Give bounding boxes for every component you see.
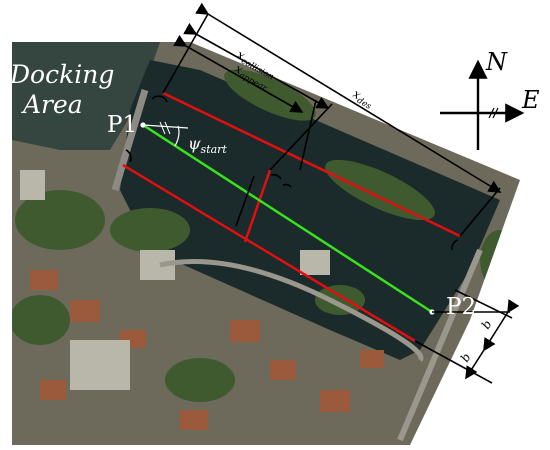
docking-area-label-line2: Area <box>21 90 83 119</box>
compass-n-label: N <box>485 48 508 76</box>
b-label-lower: b <box>458 351 474 365</box>
b-label-upper: b <box>479 318 495 332</box>
b-dimension-lower <box>465 337 496 380</box>
compass <box>440 59 525 150</box>
heading-angle-arc <box>174 125 180 147</box>
x-des-label: xdes <box>349 87 377 113</box>
p2-label: P2 <box>446 294 476 320</box>
compass-e-label: E <box>521 86 540 114</box>
lower-boundary-line <box>122 163 416 343</box>
desired-path-line <box>142 123 433 314</box>
dimension-lines <box>162 2 520 384</box>
x-appear-dimension <box>173 34 304 113</box>
heading-line <box>142 124 189 129</box>
b-dimension-upper <box>483 299 520 352</box>
p1-label: P1 <box>107 112 137 138</box>
psi-start-label: ψstart <box>188 134 227 156</box>
p1-point <box>140 122 146 128</box>
docking-area-label-line1: Docking <box>9 60 114 89</box>
